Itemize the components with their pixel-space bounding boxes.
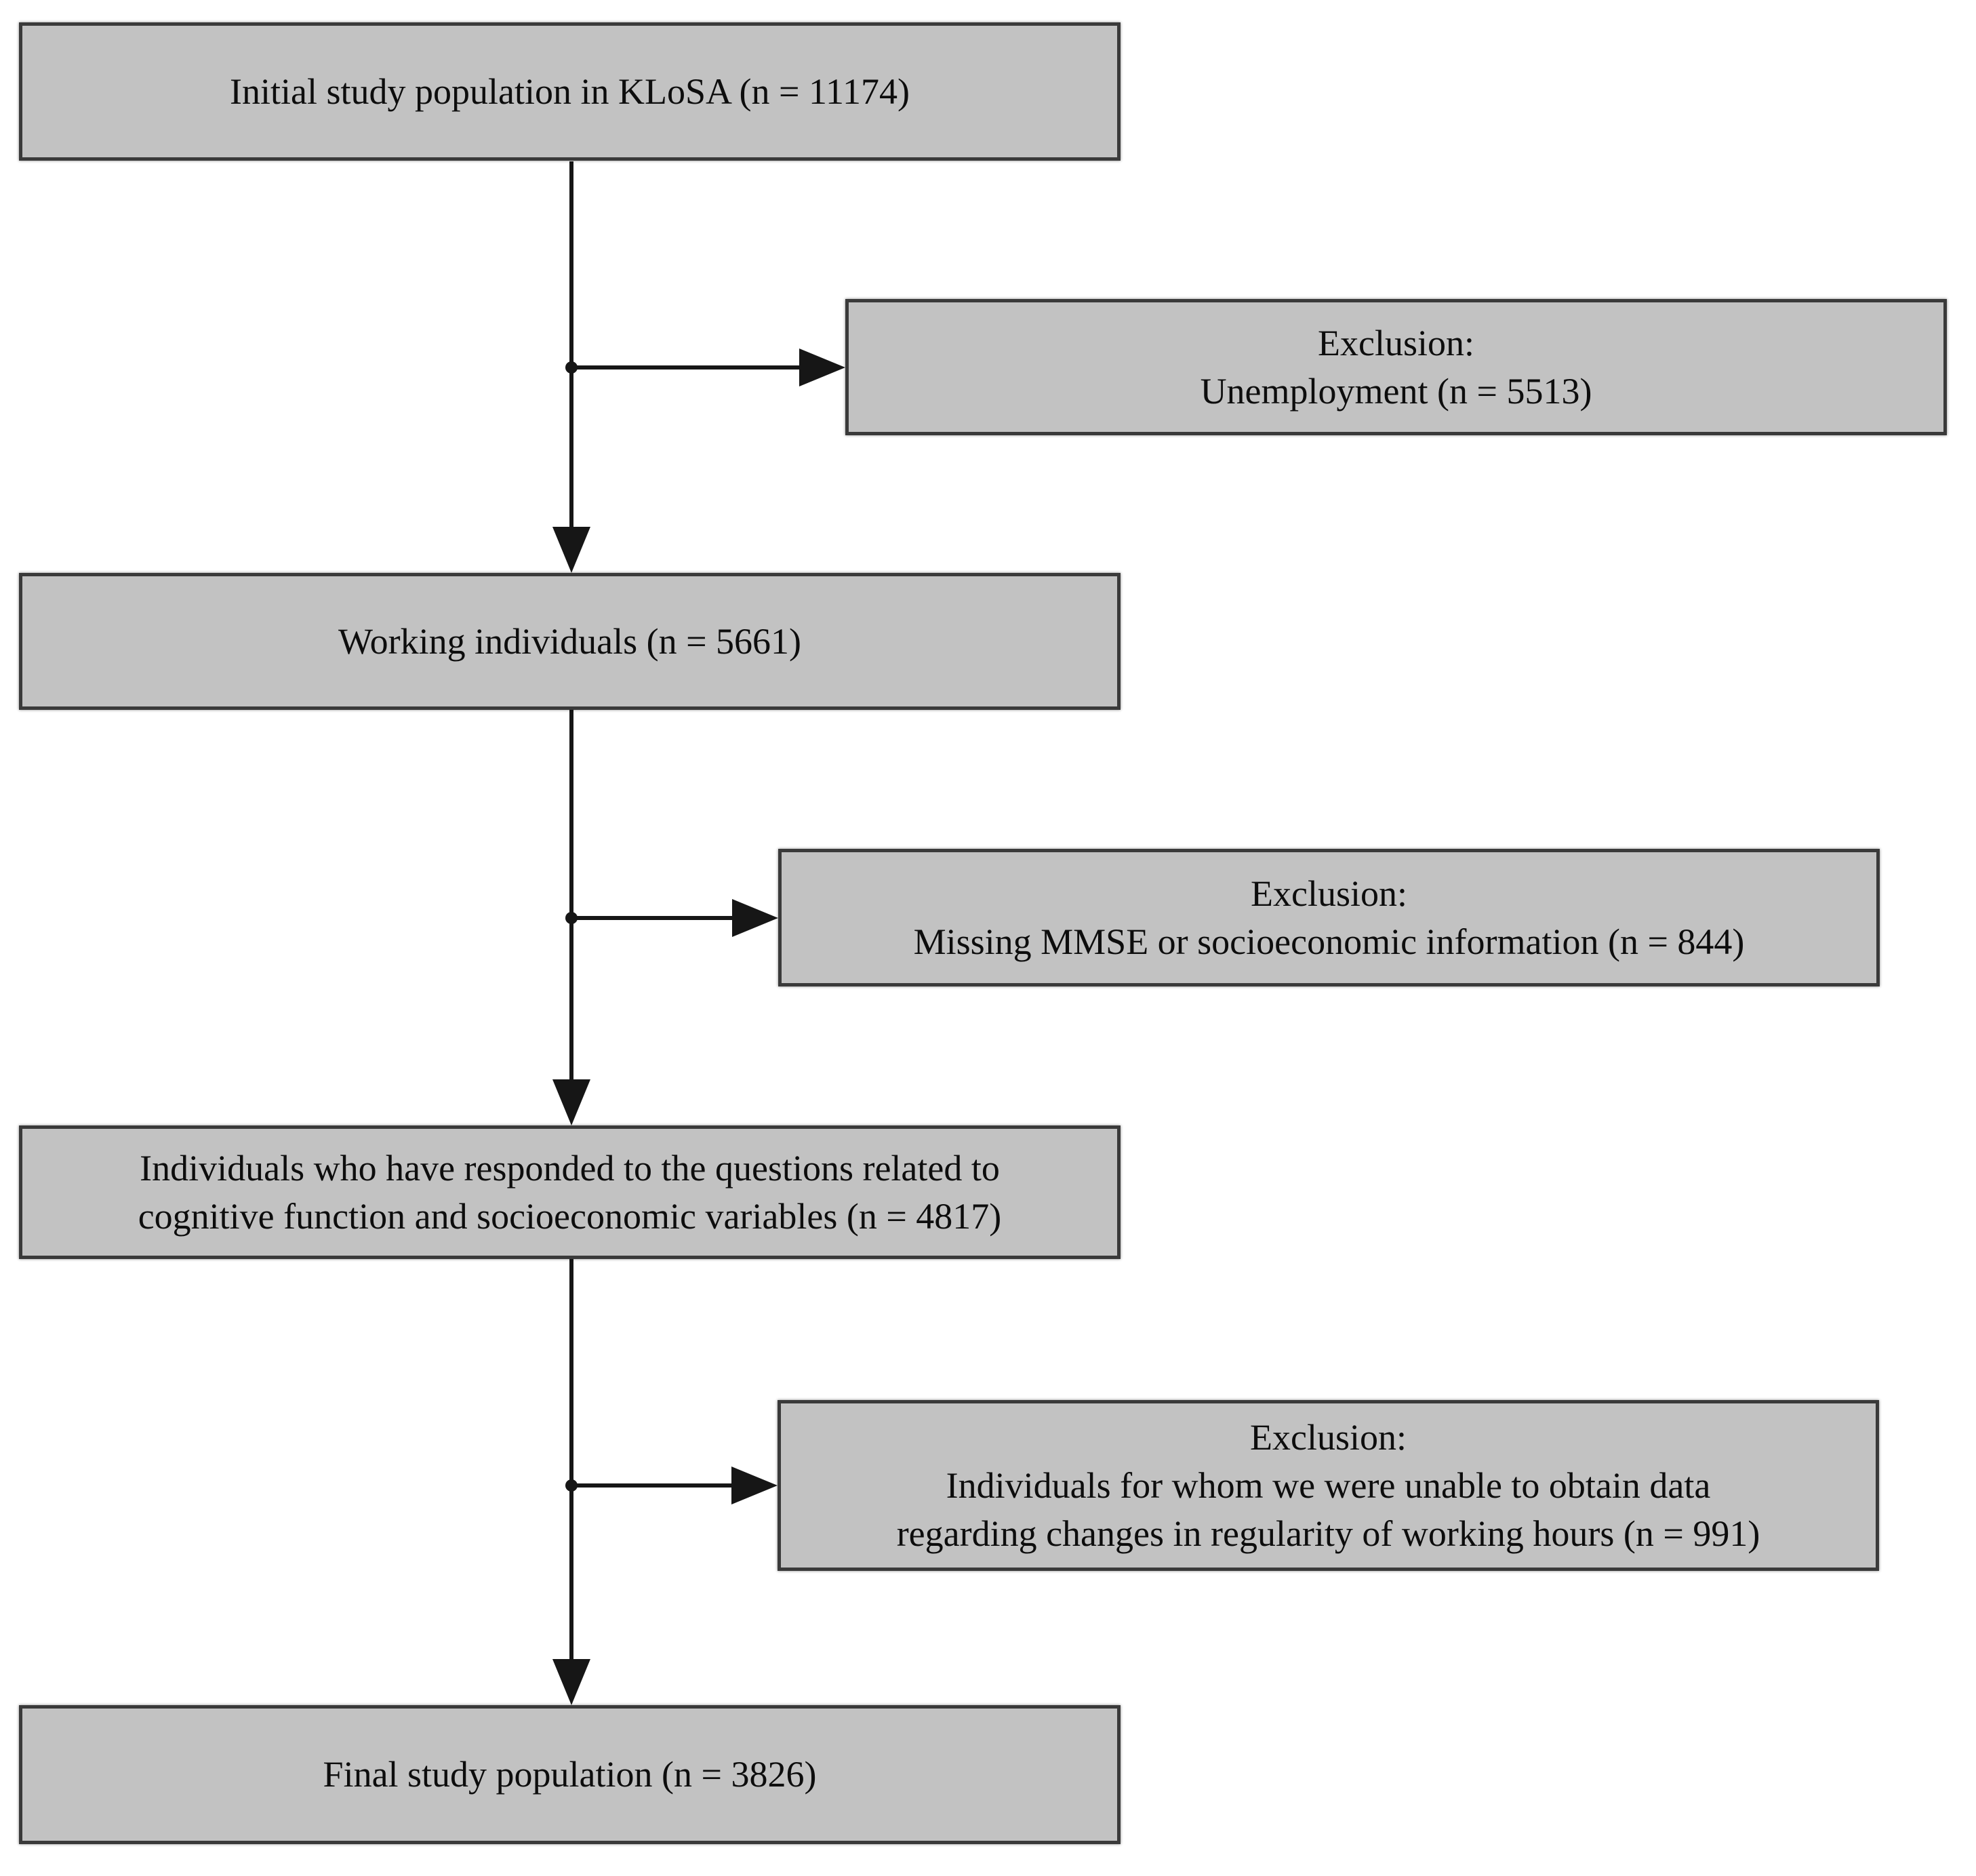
exclusion-body: Missing MMSE or socioeconomic informatio…	[913, 921, 1745, 962]
arrowhead-right-exclusion3	[731, 1466, 778, 1504]
junction-dot-2	[565, 912, 578, 924]
exclusion-title: Exclusion:	[1250, 1416, 1407, 1458]
node-final-study-population: Final study population (n = 3826)	[19, 1705, 1121, 1844]
arrowhead-down-responded	[552, 1079, 590, 1125]
arrowhead-right-exclusion2	[732, 899, 778, 937]
node-label: Final study population (n = 3826)	[323, 1754, 817, 1795]
junction-dot-3	[565, 1479, 578, 1492]
node-responded-individuals: Individuals who have responded to the qu…	[19, 1125, 1121, 1259]
node-label-line2: cognitive function and socioeconomic var…	[138, 1195, 1002, 1237]
node-exclusion-unemployment: Exclusion: Unemployment (n = 5513)	[845, 299, 1947, 435]
node-initial-study-population: Initial study population in KLoSA (n = 1…	[19, 22, 1121, 161]
exclusion-body-line2: regarding changes in regularity of worki…	[896, 1513, 1760, 1554]
node-label-line1: Individuals who have responded to the qu…	[140, 1147, 1000, 1189]
node-exclusion-no-working-hours-data: Exclusion: Individuals for whom we were …	[778, 1400, 1879, 1571]
arrowhead-down-final	[552, 1659, 590, 1705]
node-exclusion-missing-info: Exclusion: Missing MMSE or socioeconomic…	[778, 849, 1880, 986]
node-label: Working individuals (n = 5661)	[338, 620, 802, 662]
node-label: Initial study population in KLoSA (n = 1…	[230, 71, 910, 112]
junction-dot-1	[565, 361, 578, 374]
exclusion-title: Exclusion:	[1251, 873, 1407, 914]
node-working-individuals: Working individuals (n = 5661)	[19, 573, 1121, 710]
exclusion-body-line1: Individuals for whom we were unable to o…	[946, 1464, 1711, 1506]
arrowhead-down-working	[552, 527, 590, 573]
exclusion-title: Exclusion:	[1318, 322, 1474, 363]
exclusion-body: Unemployment (n = 5513)	[1200, 370, 1592, 412]
arrowhead-right-exclusion1	[799, 348, 845, 386]
